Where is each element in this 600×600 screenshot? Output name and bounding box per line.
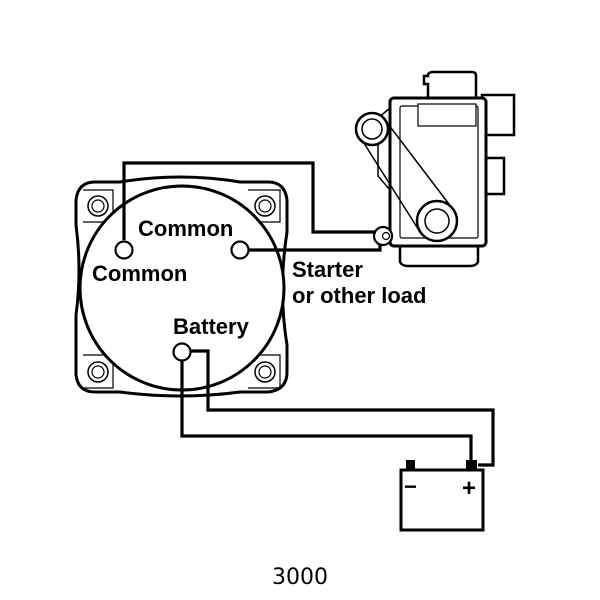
battery: − +	[399, 460, 485, 532]
drive-belt-left	[361, 139, 421, 233]
label-starter: Starter	[292, 257, 363, 282]
wire-common-to-starter-lower	[248, 244, 382, 252]
starter-label-plate	[417, 103, 477, 127]
mount-ear-tl	[83, 189, 114, 223]
battery-negative-post	[406, 460, 415, 470]
starter-top-plug	[422, 70, 478, 100]
terminal-battery	[172, 342, 192, 362]
terminal-common-right	[230, 240, 250, 260]
battery-positive-post	[466, 460, 477, 470]
wire-battery-post-outer	[190, 349, 495, 467]
label-other-load: or other load	[292, 283, 426, 308]
starter-motor	[354, 70, 516, 268]
label-common-top: Common	[138, 216, 233, 241]
mount-ear-br	[248, 354, 281, 389]
battery-negative-sign: −	[404, 474, 417, 499]
battery-positive-sign: +	[462, 475, 476, 502]
wire-common-to-starter-upper	[122, 161, 376, 240]
terminal-common-left	[114, 240, 134, 260]
battery-switch	[74, 175, 289, 398]
label-battery: Battery	[173, 314, 250, 339]
mount-ear-tr	[248, 189, 281, 223]
pulley-bottom-inner	[424, 208, 450, 234]
label-common-left: Common	[92, 261, 187, 286]
model-caption: 3000	[272, 565, 328, 590]
starter-side-flap	[377, 107, 391, 191]
drive-belt-right	[384, 119, 456, 213]
pulley-top-inner	[361, 118, 383, 140]
wire-battery-post-inner	[180, 360, 473, 462]
battery-case	[399, 468, 485, 532]
mount-ear-bl	[83, 354, 114, 389]
starter-bracket-bottom	[484, 156, 506, 196]
starter-terminal-stud	[381, 231, 391, 241]
